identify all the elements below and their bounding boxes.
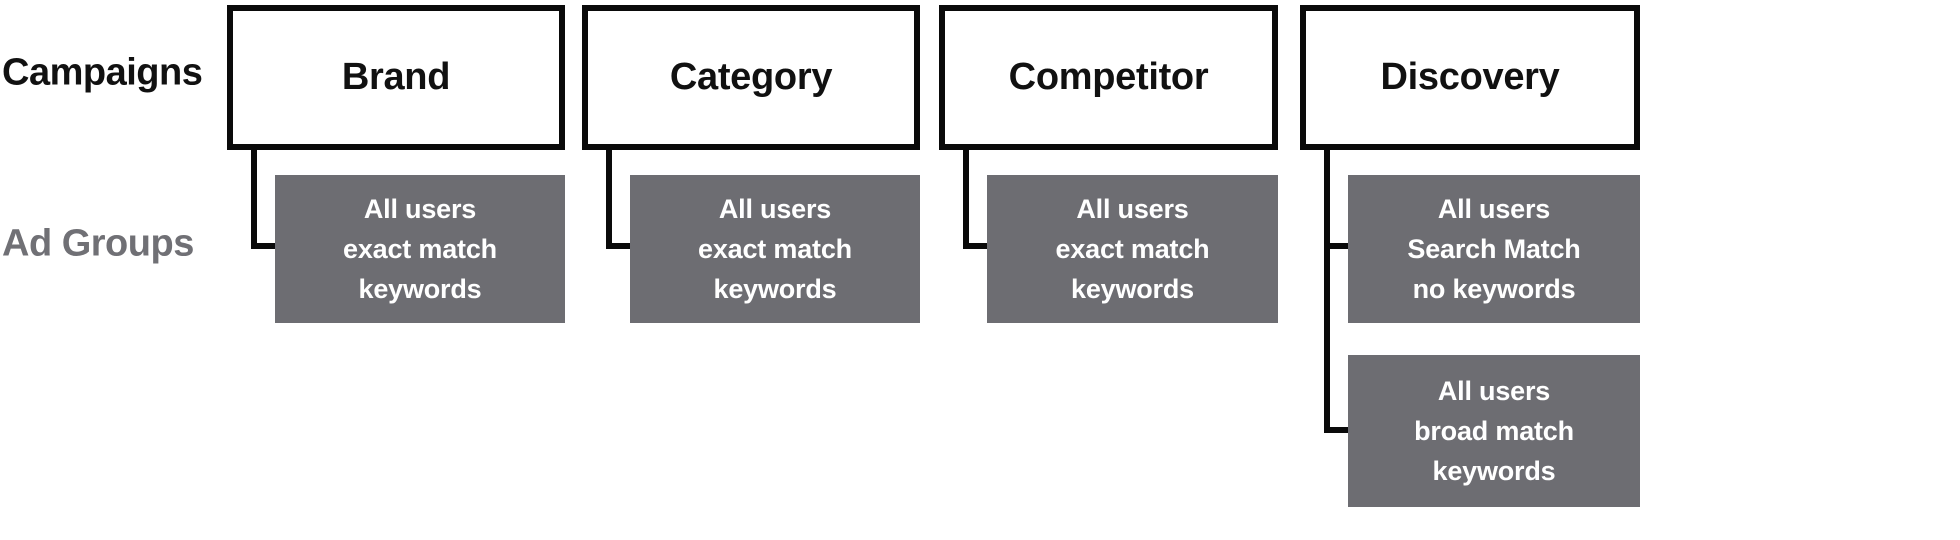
campaign-label: Discovery	[1380, 56, 1560, 98]
ad-group-line: no keywords	[1412, 274, 1576, 304]
ad-group-line: keywords	[713, 274, 837, 304]
ad-group-line: All users	[718, 194, 832, 224]
campaign-box-competitor: Competitor	[939, 5, 1278, 150]
campaign-box-discovery: Discovery	[1300, 5, 1640, 150]
ad-group-line: keywords	[358, 274, 482, 304]
ad-group-line: All users	[1437, 376, 1551, 406]
ad-group-line: exact match	[1055, 234, 1210, 264]
ad-group-box: All users exact match keywords	[630, 175, 920, 323]
connector-vertical	[251, 149, 257, 249]
ad-group-line: exact match	[698, 234, 852, 264]
connector-branch	[1324, 243, 1352, 249]
ad-groups-row-label: Ad Groups	[2, 222, 194, 265]
connector-branch	[251, 243, 279, 249]
ad-group-box: All users exact match keywords	[275, 175, 565, 323]
campaign-box-category: Category	[582, 5, 920, 150]
campaign-label: Category	[669, 56, 833, 98]
connector-vertical	[963, 149, 969, 249]
campaign-box-brand: Brand	[227, 5, 565, 150]
ad-group-box: All users exact match keywords	[987, 175, 1278, 323]
connector-vertical	[606, 149, 612, 249]
connector-branch	[606, 243, 634, 249]
campaign-label: Competitor	[1008, 56, 1209, 98]
ad-group-line: exact match	[343, 234, 497, 264]
campaigns-row-label: Campaigns	[2, 51, 203, 94]
ad-group-box: All users broad match keywords	[1348, 355, 1640, 507]
connector-branch	[963, 243, 991, 249]
ad-group-line: broad match	[1414, 416, 1574, 446]
connector-branch	[1324, 427, 1352, 433]
ad-group-line: Search Match	[1407, 234, 1581, 264]
ad-group-line: All users	[1076, 194, 1189, 224]
connector-vertical	[1324, 149, 1330, 433]
ad-group-line: keywords	[1432, 456, 1556, 486]
campaign-label: Brand	[341, 56, 451, 98]
ad-group-line: All users	[1437, 194, 1551, 224]
ad-group-line: All users	[363, 194, 477, 224]
ad-group-line: keywords	[1071, 274, 1194, 304]
